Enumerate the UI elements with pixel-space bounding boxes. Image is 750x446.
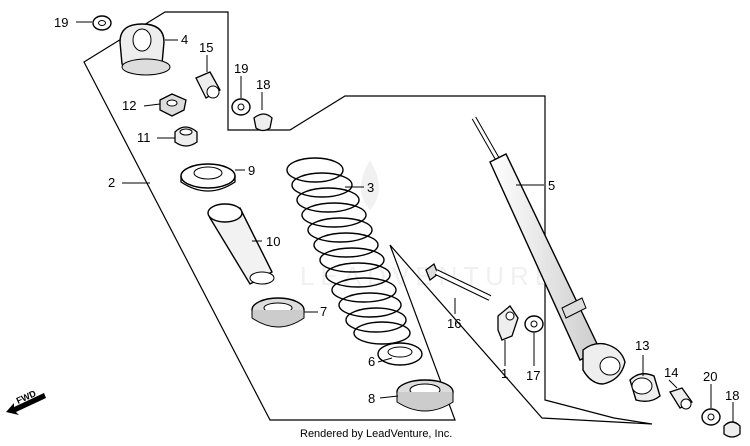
footer-credit: Rendered by LeadVenture, Inc. [300, 428, 453, 440]
callout-14: 14 [664, 365, 678, 380]
callout-18b: 18 [725, 388, 739, 403]
callout-16: 16 [447, 316, 461, 331]
part-20-washer [701, 408, 721, 426]
part-18-nut-bottom [723, 421, 741, 438]
part-6-washer [377, 342, 423, 366]
part-18-cap-nut [253, 113, 273, 132]
part-19-washer-center [231, 98, 251, 116]
assembly-outline [83, 11, 653, 425]
callout-15: 15 [199, 40, 213, 55]
callout-4: 4 [181, 32, 188, 47]
part-15-collar [195, 71, 221, 99]
callout-19b: 19 [234, 61, 248, 76]
callout-8: 8 [368, 391, 375, 406]
part-4-upper-mount [119, 23, 171, 76]
callout-6: 6 [368, 354, 375, 369]
part-12-nut [159, 93, 187, 117]
part-1-bracket [497, 305, 519, 341]
callout-19a: 19 [54, 15, 68, 30]
callout-3: 3 [367, 180, 374, 195]
callout-5: 5 [548, 178, 555, 193]
leader-lines [76, 21, 734, 422]
callout-11: 11 [137, 130, 151, 145]
part-9-washer [180, 163, 236, 192]
part-13-bushing [629, 373, 661, 403]
callout-7: 7 [320, 304, 327, 319]
callout-9: 9 [248, 163, 255, 178]
part-11-bushing [174, 126, 198, 147]
part-7-spring-seat [251, 297, 305, 328]
part-17-washer [524, 315, 544, 333]
callout-2: 2 [108, 175, 115, 190]
callout-12: 12 [122, 98, 136, 113]
callout-17: 17 [526, 368, 540, 383]
part-19-washer [92, 15, 112, 31]
callout-18a: 18 [256, 77, 270, 92]
part-10-tube [207, 203, 275, 285]
callout-labels: 19 4 15 19 18 12 11 2 9 3 5 10 7 16 6 1 … [54, 15, 739, 406]
callout-13: 13 [635, 338, 649, 353]
part-16-bolt [425, 262, 492, 301]
callout-20: 20 [703, 369, 717, 384]
fwd-arrow: FWD [6, 388, 46, 415]
part-8-lower-seat [396, 379, 454, 412]
callout-1: 1 [501, 366, 508, 381]
callout-10: 10 [266, 234, 280, 249]
part-5-damper [471, 116, 626, 385]
part-14-collar [669, 387, 693, 410]
part-3-spring [286, 157, 411, 345]
